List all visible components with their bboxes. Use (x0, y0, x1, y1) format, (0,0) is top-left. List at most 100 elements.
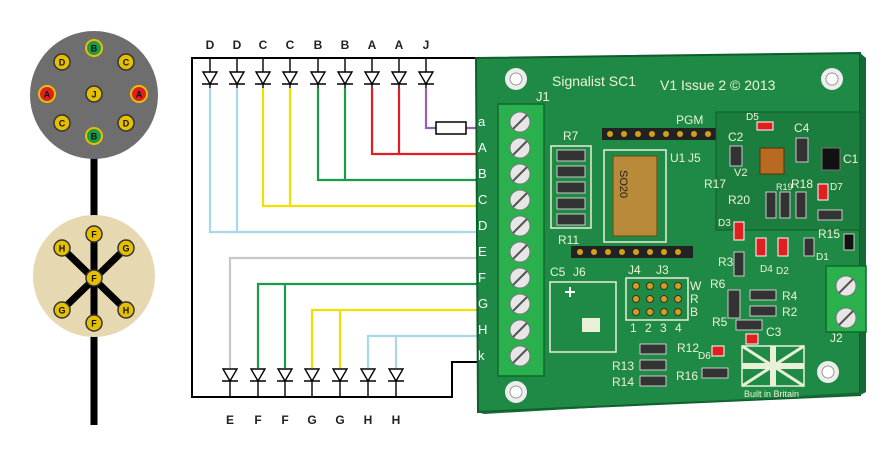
component-label: C5 (550, 265, 566, 279)
component-label: R17 (704, 177, 726, 191)
wire-e (228, 256, 488, 368)
led: J (417, 38, 435, 88)
led: B (309, 38, 327, 88)
led: F (249, 368, 267, 427)
round-plug-top: B C D A J A C B (30, 31, 158, 159)
plug-pin: D (53, 53, 71, 71)
plug-pin: J (85, 85, 103, 103)
component-label: R2 (782, 305, 798, 319)
led-label: G (335, 413, 344, 427)
led-icon (390, 58, 408, 88)
component-label: D5 (746, 112, 759, 123)
pin-label: A (136, 90, 143, 100)
common-wire (191, 57, 488, 398)
pgm-header (602, 128, 720, 140)
component-label: D7 (830, 182, 843, 193)
component-label: J4 (628, 263, 641, 277)
board-title: Signalist SC1 (552, 73, 636, 89)
led-label: B (341, 38, 350, 52)
component-label: D1 (816, 252, 829, 263)
led: H (359, 368, 377, 427)
component-label: D6 (698, 351, 711, 362)
pin-label: A (44, 90, 51, 100)
led-label: J (423, 38, 430, 52)
terminal-label: E (478, 244, 487, 259)
component-label: D2 (776, 266, 789, 277)
plug-pin: F (85, 269, 103, 287)
led: D (201, 38, 219, 88)
component-label: R13 (612, 359, 634, 373)
terminal-label: a (478, 114, 486, 129)
component-label: R4 (782, 289, 798, 303)
led-label: H (392, 413, 401, 427)
led-icon (249, 368, 267, 397)
screw-terminal-icon (509, 293, 531, 315)
plug-pin: B (85, 39, 103, 57)
connector-label: J1 (536, 89, 550, 104)
component-label: R12 (677, 341, 699, 355)
component-label: R18 (791, 177, 813, 191)
led: H (387, 368, 405, 427)
wire-g (310, 308, 488, 368)
led: E (221, 368, 239, 427)
component-label: V2 (734, 167, 747, 179)
screw-terminal-icon (509, 345, 531, 367)
led-label: D (233, 38, 242, 52)
led-icon (303, 368, 321, 397)
led-icon (201, 58, 219, 88)
screw-terminal-icon (835, 307, 857, 329)
plug-pin: H (53, 239, 71, 257)
led-icon (387, 368, 405, 397)
board-issue: V1 Issue 2 © 2013 (660, 77, 776, 93)
led-label: H (364, 413, 373, 427)
resistor-array (550, 145, 592, 229)
led-label: C (286, 38, 295, 52)
resistor-group (727, 251, 777, 345)
terminal-label: F (478, 270, 486, 285)
component-label: R15 (818, 227, 840, 241)
led-label: D (206, 38, 215, 52)
signal-wires (208, 88, 488, 368)
led-icon (221, 368, 239, 397)
component-label: 1 (630, 321, 637, 335)
component-label: R19 (776, 182, 793, 192)
plug-pin: C (117, 53, 135, 71)
led-icon (417, 58, 435, 88)
led: A (363, 38, 381, 88)
wire-d (208, 88, 488, 234)
jumper-block (625, 277, 689, 321)
screw-terminal-icon (509, 241, 531, 263)
terminal-label: B (478, 166, 487, 181)
component-label: R20 (728, 193, 750, 207)
terminal-label: C (478, 192, 487, 207)
component-label: C2 (728, 130, 744, 144)
led: F (276, 368, 294, 427)
component-label: D4 (760, 264, 773, 275)
capacitor-c5 (549, 281, 617, 353)
pin-label: B (91, 132, 98, 142)
wire-a (370, 88, 488, 156)
led-icon (363, 58, 381, 88)
terminal-label: G (478, 296, 488, 311)
wire-b (316, 88, 488, 182)
led: G (303, 368, 321, 427)
led-label: B (314, 38, 323, 52)
resistor-icon (435, 121, 467, 135)
pin-label: F (91, 319, 97, 329)
component-label: J3 (656, 263, 669, 277)
led-label: A (395, 38, 404, 52)
wire-h (366, 334, 488, 368)
component-label: B (690, 305, 698, 319)
wire-f (256, 282, 488, 368)
component-label: C4 (794, 121, 810, 135)
screw-terminal-icon (509, 163, 531, 185)
led-label: F (281, 413, 288, 427)
terminal-block-j2 (825, 265, 867, 333)
ic-u1: SO20 (603, 149, 667, 243)
terminal-block-j1: J1 (497, 89, 550, 377)
header-row (571, 246, 693, 258)
component-label: R5 (712, 315, 728, 329)
screw-terminal-icon (509, 319, 531, 341)
